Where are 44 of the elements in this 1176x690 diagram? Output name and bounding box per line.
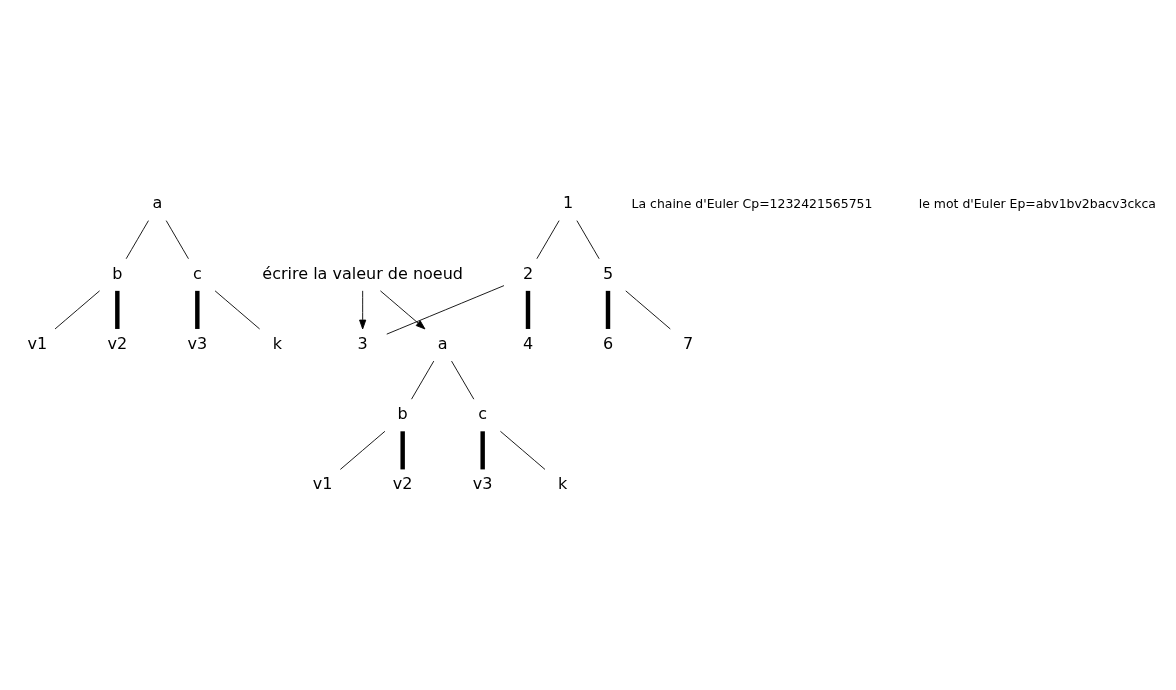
connector <box>400 431 405 470</box>
node-text: v1 <box>312 474 333 494</box>
node-text: v3 <box>187 333 208 353</box>
node-text: v2 <box>107 333 128 353</box>
connector <box>125 220 149 260</box>
node-text: b <box>397 404 408 424</box>
node-text: 1 <box>562 193 574 213</box>
connector <box>499 430 546 470</box>
connector <box>411 360 435 400</box>
arrow <box>359 290 367 330</box>
connector <box>54 290 101 330</box>
connector <box>625 290 671 330</box>
label: La chaine d'Euler Cp=1232421565751 <box>631 195 873 211</box>
node-text: b <box>112 263 123 283</box>
arrow <box>379 290 426 330</box>
connector <box>605 290 611 329</box>
node-text: a <box>152 193 163 213</box>
connector <box>115 290 120 329</box>
node-text: c <box>192 263 202 283</box>
connector <box>339 430 386 470</box>
connector <box>195 290 200 329</box>
connector <box>480 431 485 470</box>
node-text: v3 <box>472 474 493 494</box>
label: le mot d'Euler Ep=abv1bv2bacv3ckca <box>918 195 1156 211</box>
node-text: 2 <box>522 263 534 283</box>
node-text: 6 <box>602 333 614 353</box>
node-text: 5 <box>602 263 614 283</box>
connector <box>214 290 261 330</box>
node-text: v2 <box>392 474 413 494</box>
node-text: 4 <box>522 333 534 353</box>
connector <box>536 220 560 260</box>
connector <box>386 285 505 335</box>
node-text: 7 <box>682 333 694 353</box>
connector <box>165 220 189 260</box>
node-text: v1 <box>27 333 48 353</box>
connector <box>525 290 531 329</box>
node-text: c <box>478 404 488 424</box>
node-text: 3 <box>357 333 368 353</box>
connector <box>451 360 475 400</box>
connector <box>576 220 600 260</box>
node-text: k <box>272 333 282 353</box>
node-text: écrire la valeur de noeud <box>262 263 464 283</box>
node-text: a <box>437 333 448 353</box>
node-text: k <box>558 474 568 494</box>
